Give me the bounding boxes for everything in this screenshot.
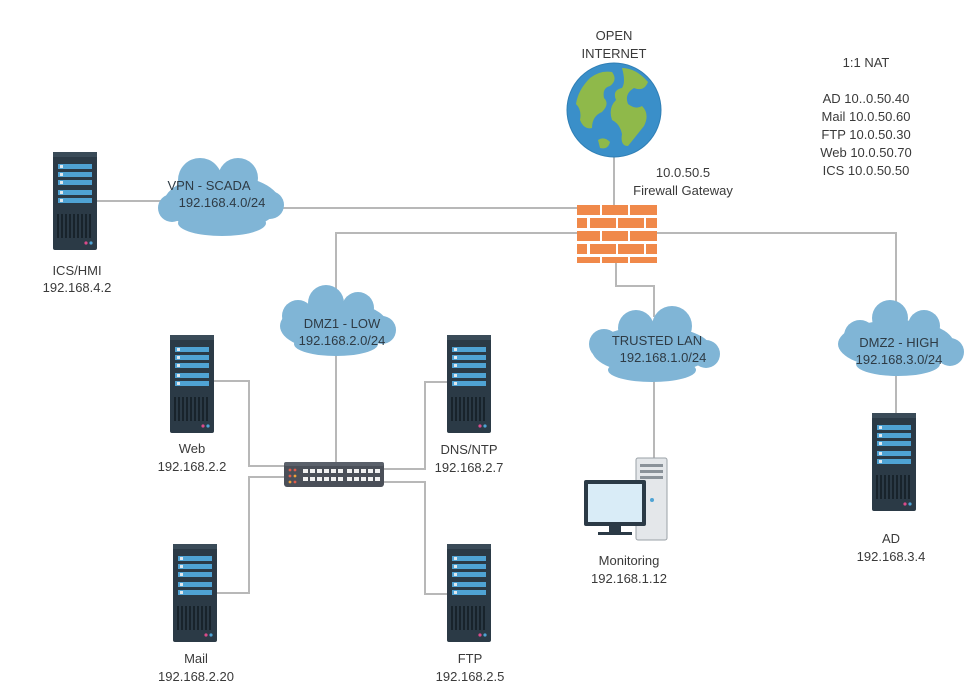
cloud-dmz2-high [838, 300, 964, 376]
link-firewall-trusted [615, 262, 655, 317]
nat-entry: Web 10.0.50.70 [820, 145, 912, 160]
server-ftp-icon [447, 544, 491, 642]
nat-entry: Mail 10.0.50.60 [821, 109, 911, 124]
cloud-label-trusted-name: TRUSTED LAN [611, 333, 703, 348]
nat-entry: AD 10..0.50.40 [822, 91, 910, 106]
host-label-ics-ip: 192.168.4.2 [42, 280, 112, 295]
server-ad-icon [872, 413, 916, 511]
cloud-label-trusted-subnet: 192.168.1.0/24 [619, 350, 707, 365]
cloud-trusted-lan [589, 306, 720, 382]
nat-title: 1:1 NAT [842, 55, 890, 70]
host-label-ad-ip: 192.168.3.4 [856, 549, 926, 564]
firewall-ip: 10.0.50.5 [655, 165, 711, 180]
internet-label-line1: OPEN [595, 28, 633, 43]
host-label-monitoring-name: Monitoring [598, 553, 660, 568]
host-label-dns-name: DNS/NTP [440, 442, 498, 457]
nat-entry: ICS 10.0.50.50 [822, 163, 910, 178]
cloud-label-vpn-subnet: 192.168.4.0/24 [178, 195, 266, 210]
server-mail-icon [173, 544, 217, 642]
cloud-dmz1-low [280, 285, 396, 356]
server-ics-hmi-icon [53, 152, 97, 250]
cloud-label-dmz2-name: DMZ2 - HIGH [859, 335, 939, 350]
host-label-ftp-name: FTP [457, 651, 483, 666]
internet-label-line2: INTERNET [581, 46, 647, 61]
network-switch-icon [284, 462, 384, 487]
link-dns-switch [384, 381, 447, 470]
host-label-mail-ip: 192.168.2.20 [158, 669, 234, 684]
server-dns-ntp-icon [447, 335, 491, 433]
host-label-ad-name: AD [881, 531, 901, 546]
host-label-web-ip: 192.168.2.2 [157, 459, 227, 474]
link-web-switch [214, 380, 284, 467]
cloud-vpn-scada [158, 158, 284, 236]
nat-table: 1:1 NAT AD 10..0.50.40 Mail 10.0.50.60 F… [820, 54, 912, 180]
link-mail-switch [217, 476, 284, 594]
firewall-icon [577, 205, 657, 263]
firewall-name: Firewall Gateway [633, 183, 733, 198]
host-label-dns-ip: 192.168.2.7 [434, 460, 504, 475]
host-label-mail-name: Mail [184, 651, 208, 666]
cloud-label-dmz2-subnet: 192.168.3.0/24 [855, 352, 943, 367]
link-firewall-dmz2 [657, 232, 897, 306]
server-web-icon [170, 335, 214, 433]
nat-entry: FTP 10.0.50.30 [821, 127, 911, 142]
host-label-web-name: Web [178, 441, 206, 456]
cloud-label-dmz1-subnet: 192.168.2.0/24 [298, 333, 386, 348]
connection-lines [97, 152, 897, 595]
host-label-ftp-ip: 192.168.2.5 [435, 669, 505, 684]
globe-icon [566, 62, 662, 158]
cloud-label-vpn-name: VPN - SCADA [167, 178, 251, 193]
host-label-ics-name: ICS/HMI [52, 263, 102, 278]
cloud-label-dmz1-name: DMZ1 - LOW [303, 316, 381, 331]
link-firewall-dmz1 [335, 232, 577, 298]
monitoring-workstation-icon [584, 457, 668, 541]
link-ftp-switch [384, 481, 447, 595]
host-label-monitoring-ip: 192.168.1.12 [591, 571, 667, 586]
